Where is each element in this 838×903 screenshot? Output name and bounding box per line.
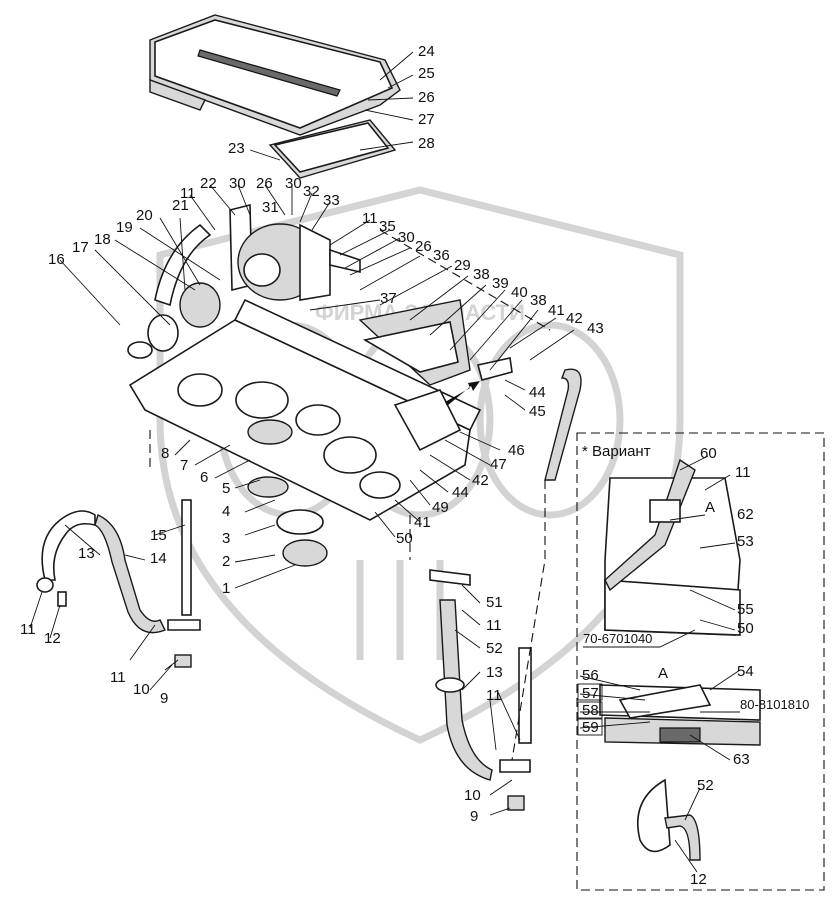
callout-c52b: 52: [697, 777, 714, 794]
callout-c40: 40: [511, 284, 528, 301]
callout-c49: 49: [432, 499, 449, 516]
callout-c36: 36: [433, 247, 450, 264]
callout-c11f: 11: [486, 687, 502, 704]
callout-c15: 15: [150, 527, 167, 544]
variant-title: * Вариант: [582, 443, 651, 460]
callout-c55: 55: [737, 601, 754, 618]
callout-c42a: 42: [566, 310, 583, 327]
callout-c58: 58: [582, 702, 599, 719]
callout-c56: 56: [582, 667, 599, 684]
callout-c52a: 52: [486, 640, 503, 657]
direction-arrow: [445, 381, 480, 406]
callout-c17: 17: [72, 239, 89, 256]
callout-c42b: 42: [472, 472, 489, 489]
callout-c28: 28: [418, 135, 435, 152]
callout-c18: 18: [94, 231, 111, 248]
callout-c2: 2: [222, 553, 230, 570]
callout-c21: 21: [172, 197, 189, 214]
callout-c39: 39: [492, 275, 509, 292]
callout-c27: 27: [418, 111, 435, 128]
callout-c26b: 26: [256, 175, 273, 192]
callout-c30b: 30: [285, 175, 302, 192]
callout-c60: 60: [700, 445, 717, 462]
callout-c1: 1: [222, 580, 230, 597]
callout-c38a: 38: [473, 266, 490, 283]
callout-c23: 23: [228, 140, 245, 157]
callout-c4: 4: [222, 503, 230, 520]
callout-c26c: 26: [415, 238, 432, 255]
callout-c8: 8: [161, 445, 169, 462]
callout-c26a: 26: [418, 89, 435, 106]
callout-c47: 47: [490, 456, 507, 473]
variant-box: * Вариант A 70-6701040 A 80-8101810: [576, 432, 825, 891]
callout-c41b: 41: [414, 514, 431, 531]
callout-c11e: 11: [486, 617, 502, 634]
callout-c7: 7: [180, 457, 188, 474]
blower-assembly: [229, 203, 361, 301]
callout-c16: 16: [48, 251, 65, 268]
bottom-plates: [247, 476, 328, 567]
callout-c10b: 10: [464, 787, 481, 804]
callout-c12b: 12: [690, 871, 707, 888]
callout-c30a: 30: [229, 175, 246, 192]
code-a: 70-6701040: [583, 631, 652, 646]
callout-c57: 57: [582, 685, 599, 702]
filter-cover-assembly: [149, 14, 401, 179]
callout-c41a: 41: [548, 302, 565, 319]
callout-c31: 31: [262, 199, 279, 216]
callout-c12a: 12: [44, 630, 61, 647]
callout-c3: 3: [222, 530, 230, 547]
callout-c59: 59: [582, 719, 599, 736]
callout-c20: 20: [136, 207, 153, 224]
callout-c53: 53: [737, 533, 754, 550]
callout-c54: 54: [737, 663, 754, 680]
callout-c43: 43: [587, 320, 604, 337]
leader-lines: [29, 51, 575, 816]
callout-c35: 35: [379, 218, 396, 235]
gasket-set: [358, 299, 513, 386]
callout-c50b: 50: [737, 620, 754, 637]
base-plate: [128, 298, 482, 521]
callout-c9a: 9: [160, 690, 168, 707]
callout-c29: 29: [454, 257, 471, 274]
callout-c45: 45: [529, 403, 546, 420]
callout-c19: 19: [116, 219, 133, 236]
callout-c24: 24: [418, 43, 435, 60]
callout-c44b: 44: [452, 484, 469, 501]
callout-c11d: 11: [110, 669, 126, 686]
callout-c44a: 44: [529, 384, 546, 401]
callout-c50a: 50: [396, 530, 413, 547]
section-marker-a1: A: [705, 499, 715, 516]
callout-c63: 63: [733, 751, 750, 768]
assembly-lines: [149, 229, 551, 761]
callout-c11a: 11: [180, 185, 196, 202]
code-b: 80-8101810: [740, 697, 809, 712]
callout-c5: 5: [222, 480, 230, 497]
callout-c14: 14: [150, 550, 167, 567]
callout-c46: 46: [508, 442, 525, 459]
callout-c13a: 13: [78, 545, 95, 562]
callout-c37: 37: [380, 290, 397, 307]
callout-c38b: 38: [530, 292, 547, 309]
callout-c13b: 13: [486, 664, 503, 681]
callout-c22: 22: [200, 175, 217, 192]
right-hose-assembly: [429, 368, 582, 811]
callout-c11g: 11: [735, 464, 751, 481]
callout-c11c: 11: [20, 621, 36, 638]
callout-c25: 25: [418, 65, 435, 82]
left-filter-parts: [127, 223, 221, 359]
callout-c6: 6: [200, 469, 208, 486]
callout-c30c: 30: [398, 229, 415, 246]
callout-c11b: 11: [362, 210, 378, 227]
callout-c33: 33: [323, 192, 340, 209]
callout-c32: 32: [303, 183, 320, 200]
left-hose-assembly: [36, 499, 201, 668]
callout-c9b: 9: [470, 808, 478, 825]
section-marker-a2: A: [658, 665, 668, 682]
callout-c62: 62: [737, 506, 754, 523]
callout-c51: 51: [486, 594, 503, 611]
callout-c10a: 10: [133, 681, 150, 698]
